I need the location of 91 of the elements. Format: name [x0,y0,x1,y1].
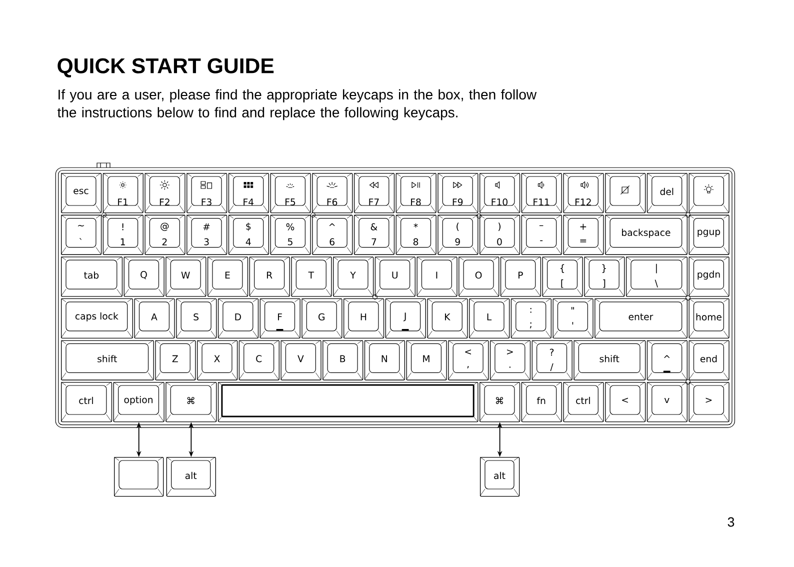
keycap: | \ [626,256,688,297]
keycap: ~ ` [60,214,102,255]
keycap: P [500,256,542,297]
keycap: F10 [479,172,520,214]
keycap [604,172,646,214]
title: QUICK START GUIDE [58,58,274,78]
keycap: Q [124,256,164,297]
keycap: : ; [510,298,552,339]
keycap: F4 [228,172,270,214]
keyboard-case [55,167,736,428]
keycap: F11 [521,172,562,214]
keycap: shift [573,340,646,380]
keycap: R [249,256,290,297]
keycap: * 8 [396,214,436,255]
keycap: backspace [604,214,688,255]
keycap: ctrl [60,382,112,422]
keycap: " ' [552,298,594,339]
keycap: > . [490,340,531,380]
instruction-text: If you are a user, please find the appropriate keycaps in the box, then follow the instructions below to find and replace the following keycaps. [57,89,537,120]
keycap: F5 [270,172,311,214]
keycap: ^ 6 [312,214,353,255]
keycap: F6 [312,172,353,214]
keycap: F12 [563,172,604,214]
keycap: + = [563,214,604,255]
keycap: ⌘ [165,382,217,422]
keycap: L [468,298,510,339]
keycap: $ 4 [228,214,270,255]
keycap: F3 [186,172,228,214]
keycap: ) 0 [479,214,520,255]
keycap: home [688,298,730,339]
keycap: ⌘ [479,382,520,422]
keycap: F [260,298,300,339]
keycap: fn [521,382,562,422]
spacebar [218,382,478,422]
keycap: % 5 [270,214,311,255]
keycap: alt [480,456,520,497]
keycap: V [280,340,322,380]
keycap: J [385,298,426,339]
keycap: # 3 [186,214,228,255]
keycap: esc [60,172,102,214]
keycap: F1 [102,172,144,214]
keycap: ( 9 [437,214,478,255]
keycap: F7 [354,172,395,214]
keycap: Y [332,256,374,297]
keycap: F2 [144,172,186,214]
keycap: ^ [646,340,688,380]
keycap: ctrl [563,382,604,422]
keycap [688,172,730,214]
keycap: alt [166,456,216,497]
keycap: ! 1 [102,214,144,255]
keycap: S [176,298,217,339]
keycap: { [ [542,256,583,297]
keycap: O [458,256,500,297]
keycap: tab [60,256,123,297]
keycap: K [427,298,468,339]
keycap: W [165,256,206,297]
keycap [114,456,164,497]
keycap: T [290,256,332,297]
page-number: 3 [728,517,734,527]
keycap: X [196,340,238,380]
keycap: N [364,340,406,380]
keycap: pgdn [688,256,730,297]
keycap: H [343,298,384,339]
keycap: > [688,382,730,422]
keycap: F8 [396,172,436,214]
keycap: M [406,340,447,380]
keycap: A [134,298,175,339]
keycap: Z [154,340,196,380]
keycap: enter [594,298,688,339]
keycap: U [374,256,416,297]
keycap: pgup [688,214,730,255]
keycap: shift [60,340,154,380]
keycap: D [218,298,259,339]
keycap: del [646,172,688,214]
keycap: } ] [584,256,625,297]
keycap: I [416,256,458,297]
keycap: ? / [532,340,572,380]
keycap: F9 [437,172,478,214]
keycap: G [301,298,342,339]
keycap: & 7 [354,214,395,255]
keycap: – - [521,214,562,255]
keycap: E [207,256,248,297]
keycap: < , [448,340,489,380]
keycap: end [688,340,730,380]
keycap: B [322,340,364,380]
keycap: < [604,382,646,422]
keycap: C [238,340,280,380]
keycap: option [113,382,164,422]
keycap: caps lock [60,298,133,339]
keycap: @ 2 [144,214,186,255]
keycap: v [646,382,688,422]
